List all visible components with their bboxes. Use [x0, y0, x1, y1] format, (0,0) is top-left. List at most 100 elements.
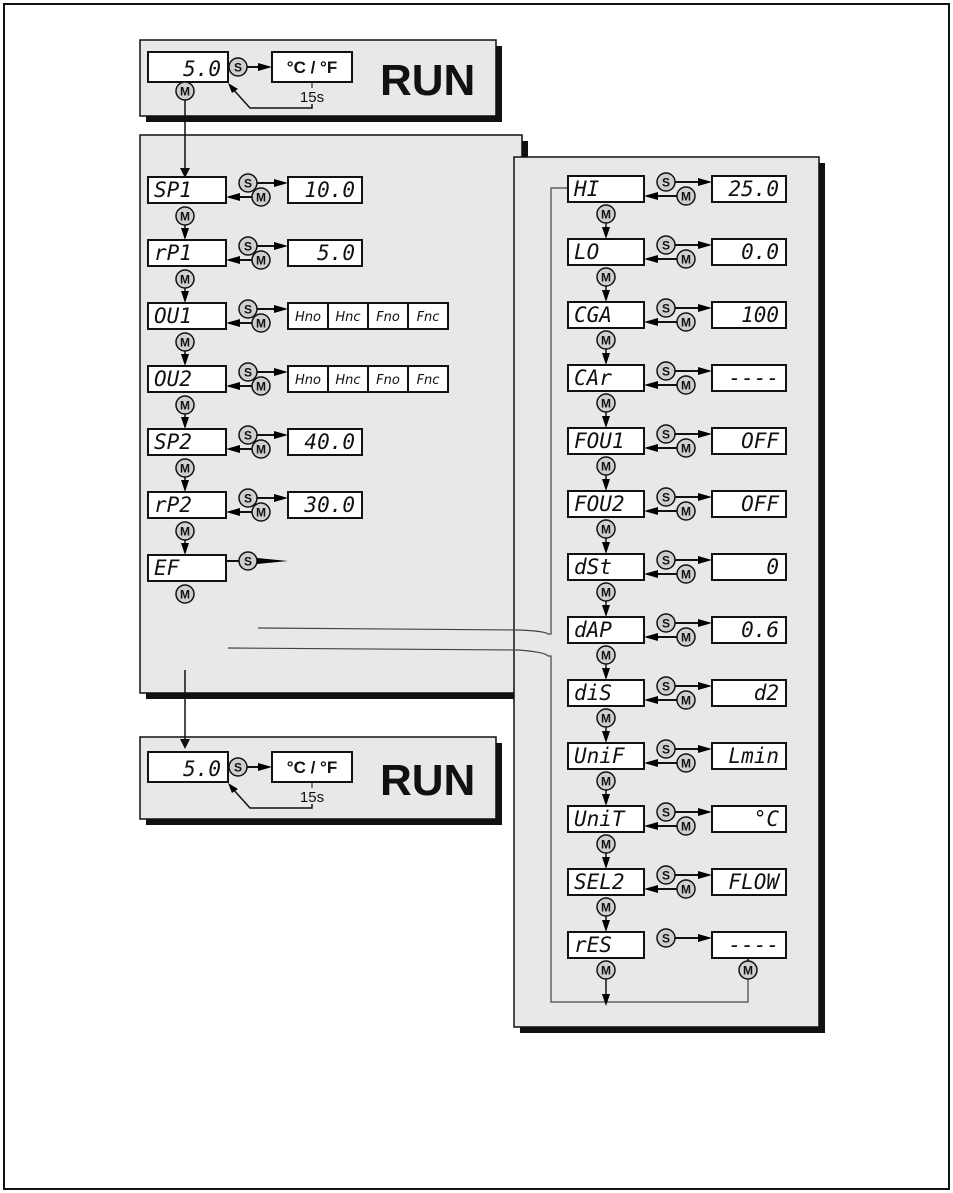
param-sel2-mode-button-label: M [601, 901, 611, 915]
param-hi-value-mode-button [676, 186, 696, 206]
param-ou1-display-text: OU1 [154, 304, 192, 328]
param-unit-value-mode-button-label: M [681, 820, 691, 834]
param-sp2-next-arrow-head [181, 480, 189, 492]
param-rp1-mode-button-label: M [180, 273, 190, 287]
param-sp1-set-button-label: S [244, 177, 252, 191]
param-sp1-mode-arrow-head [226, 193, 240, 201]
param-fou1-mode-arrow-head [644, 444, 658, 452]
param-unif-value-mode-button [676, 753, 696, 773]
param-hi-value-mode-button-label: M [681, 190, 691, 204]
param-sp2-set-button-label: S [244, 429, 252, 443]
param-lo-display [567, 238, 645, 266]
param-unif-set-button-label: S [662, 743, 670, 757]
param-dap-set-button-label: S [662, 617, 670, 631]
param-dis-next-arrow-head [602, 731, 610, 743]
param-hi-display [567, 175, 645, 203]
param-fou1-next-arrow-head [602, 479, 610, 491]
param-ou2-display-text: OU2 [154, 367, 192, 391]
param-hi-set-arrow-head [698, 178, 712, 186]
param-res-value-text: ---- [728, 933, 779, 957]
param-sp1-value [287, 176, 363, 204]
param-dis-display-text: diS [574, 681, 612, 705]
param-fou1-value-mode-button [676, 438, 696, 458]
param-ou2-next-arrow-head [181, 417, 189, 429]
param-sp2-display-text: SP2 [154, 430, 192, 454]
param-lo-value-text: 0.0 [741, 240, 779, 264]
param-dst-value-mode-button [676, 564, 696, 584]
param-cga-set-arrow-head [698, 304, 712, 312]
param-cga-value-mode-button [676, 312, 696, 332]
param-rp2-set-button-label: S [244, 492, 252, 506]
param-sp1-value-text: 10.0 [304, 178, 355, 202]
param-dap-value [711, 616, 787, 644]
param-fou2-value [711, 490, 787, 518]
param-fou1-display-text: FOU1 [574, 429, 625, 453]
param-cga-mode-button-label: M [601, 334, 611, 348]
run-bottom-label: RUN [380, 756, 475, 805]
param-unif-value-text: Lmin [728, 744, 779, 768]
param-unif-mode-button-label: M [601, 775, 611, 789]
param-cga-display [567, 301, 645, 329]
param-sel2-next-arrow-head [602, 920, 610, 932]
param-cga-next-arrow-head [602, 353, 610, 365]
param-unit-mode-arrow-head [644, 822, 658, 830]
param-unit-value-text: °C [754, 807, 780, 831]
param-ou2-option-fnc: Fnc [417, 373, 440, 388]
param-unit-value [711, 805, 787, 833]
param-unit-value-mode-button [676, 816, 696, 836]
param-sp2-mode-button-label: M [180, 462, 190, 476]
param-rp1-value-mode-button-label: M [256, 254, 266, 268]
param-dap-next-arrow-head [602, 668, 610, 680]
run-bottom-timeout-head [228, 783, 238, 793]
run-bottom-set-button-label: S [234, 761, 242, 775]
run-bottom-display [147, 751, 229, 783]
param-unif-value [711, 742, 787, 770]
param-lo-display-text: LO [574, 240, 599, 264]
run-top-set-arrow-head [258, 63, 272, 71]
run-top-unit-text: °C / °F [287, 58, 337, 77]
param-unit-mode-button-label: M [601, 838, 611, 852]
param-unif-set-arrow-head [698, 745, 712, 753]
param-hi-value [711, 175, 787, 203]
param-dst-display [567, 553, 645, 581]
run-bottom-timer: 15s [300, 789, 324, 806]
param-unif-value-mode-button-label: M [681, 757, 691, 771]
param-ou2-option-fno: Fno [376, 373, 400, 388]
param-unit-display-text: UniT [574, 807, 626, 831]
param-ef-mode-button [175, 584, 195, 604]
param-fou2-display-text: FOU2 [574, 492, 625, 516]
param-dst-mode-arrow-head [644, 570, 658, 578]
param-rp2-value [287, 491, 363, 519]
param-rp1-value-mode-button [251, 250, 271, 270]
param-unif-next-arrow-head [602, 794, 610, 806]
param-ou1-set-button-label: S [244, 303, 252, 317]
param-ou1-mode-arrow-head [226, 319, 240, 327]
param-dst-set-button-label: S [662, 554, 670, 568]
param-sel2-value [711, 868, 787, 896]
param-fou2-mode-button-label: M [601, 523, 611, 537]
param-ou2-option-box-2 [367, 365, 409, 393]
param-dap-display-text: dAP [574, 618, 612, 642]
param-lo-set-arrow-head [698, 241, 712, 249]
param-rp2-mode-arrow-head [226, 508, 240, 516]
param-ou1-value-mode-button-label: M [256, 317, 266, 331]
param-cga-value [711, 301, 787, 329]
param-sel2-set-arrow-head [698, 871, 712, 879]
param-car-mode-button-label: M [601, 397, 611, 411]
param-lo-value-mode-button-label: M [681, 253, 691, 267]
param-sel2-display [567, 868, 645, 896]
param-hi-next-arrow-head [602, 227, 610, 239]
param-rp1-set-arrow-head [274, 242, 288, 250]
param-sel2-set-button-label: S [662, 869, 670, 883]
param-car-display [567, 364, 645, 392]
param-rp2-next-arrow-head [181, 543, 189, 555]
param-lo-mode-button-label: M [601, 271, 611, 285]
param-dis-mode-arrow-head [644, 696, 658, 704]
param-fou2-next-arrow-head [602, 542, 610, 554]
param-hi-mode-arrow-head [644, 192, 658, 200]
ef-return-connector [227, 647, 749, 1003]
run-top-mode-button [175, 81, 195, 101]
param-ou1-option-fno: Fno [376, 310, 400, 325]
param-car-value-mode-button-label: M [681, 379, 691, 393]
param-unit-next-arrow-head [602, 857, 610, 869]
